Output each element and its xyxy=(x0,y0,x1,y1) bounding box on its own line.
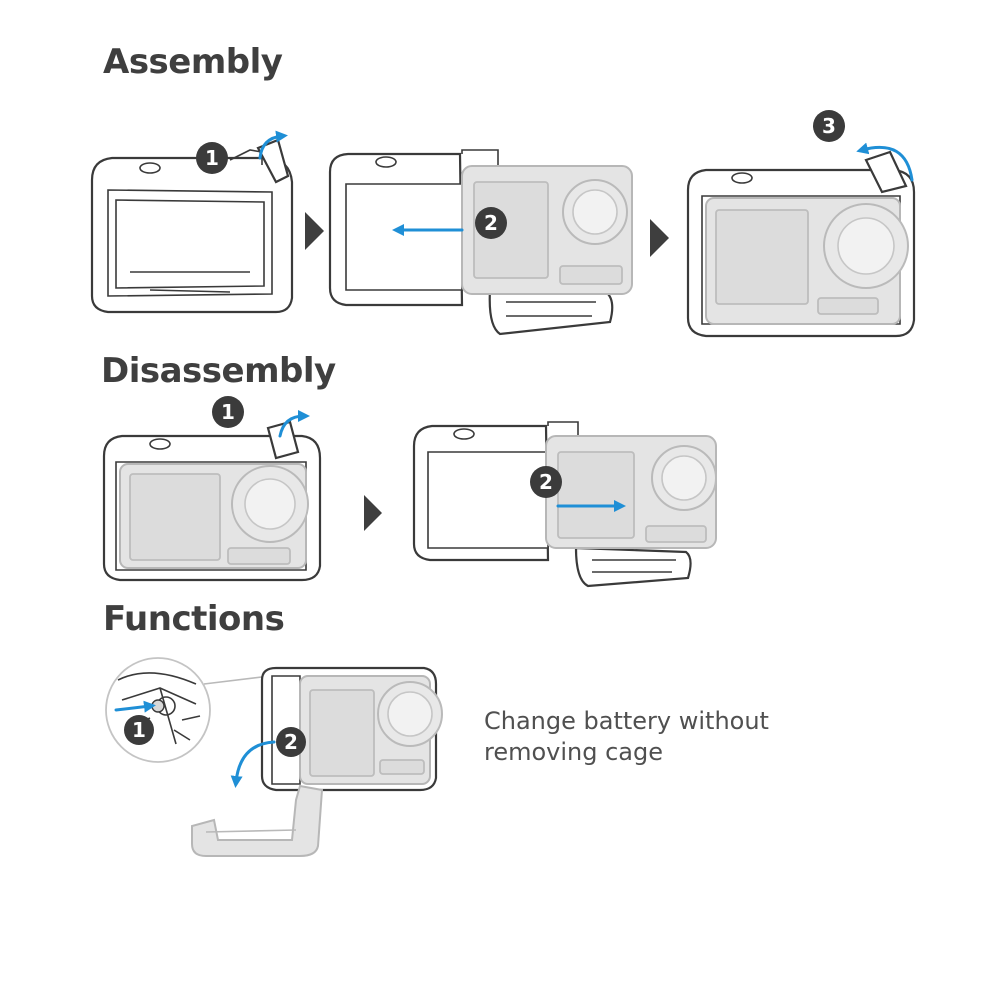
functions-step1-arrow-icon xyxy=(114,700,156,713)
next-step-icon xyxy=(305,212,324,250)
assembly-step1-arrow-icon xyxy=(258,130,288,160)
disassembly-step1-number: 1 xyxy=(221,400,235,424)
assembly-step3-badge: 3 xyxy=(813,110,845,142)
functions-caption-line1: Change battery without xyxy=(484,707,769,735)
assembly-step1-badge: 1 xyxy=(196,142,228,174)
functions-step2-arrow-icon xyxy=(230,740,276,788)
next-step-icon xyxy=(650,219,669,257)
assembly-step1-empty-cage xyxy=(90,138,294,314)
functions-detail-zoom xyxy=(105,657,271,763)
disassembly-step1-arrow-icon xyxy=(278,410,310,438)
functions-step2-badge: 2 xyxy=(276,727,306,757)
section-title-assembly: Assembly xyxy=(103,42,283,82)
section-title-functions: Functions xyxy=(103,599,285,639)
disassembly-step1-open-latch xyxy=(102,420,322,582)
assembly-step3-arrow-icon xyxy=(856,142,914,182)
functions-caption-line2: removing cage xyxy=(484,738,664,766)
assembly-step1-number: 1 xyxy=(205,146,219,170)
functions-step2-number: 2 xyxy=(284,730,298,754)
section-title-disassembly: Disassembly xyxy=(101,351,336,391)
assembly-step2-badge: 2 xyxy=(475,207,507,239)
next-step-icon xyxy=(364,495,382,531)
functions-step1-number: 1 xyxy=(132,718,146,742)
assembly-step2-number: 2 xyxy=(484,211,498,235)
assembly-step3-close-latch xyxy=(686,150,916,338)
disassembly-step2-badge: 2 xyxy=(530,466,562,498)
functions-battery-door-open xyxy=(191,666,443,857)
disassembly-latch-open xyxy=(266,420,300,460)
disassembly-step1-badge: 1 xyxy=(212,396,244,428)
assembly-step2-insert-camera xyxy=(328,149,633,336)
disassembly-step2-number: 2 xyxy=(539,470,553,494)
functions-step1-badge: 1 xyxy=(124,715,154,745)
assembly-latch-open xyxy=(256,138,290,184)
assembly-step3-number: 3 xyxy=(822,114,836,138)
functions-caption: Change battery without removing cage xyxy=(484,706,769,768)
assembly-latch-closing xyxy=(864,150,908,194)
disassembly-step2-remove-camera xyxy=(412,421,717,588)
